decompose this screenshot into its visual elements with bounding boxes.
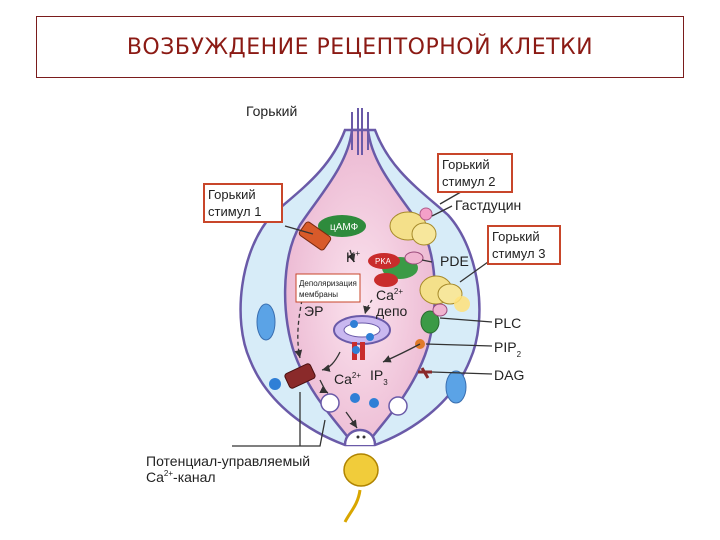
pointer-pde: [421, 259, 433, 263]
pointer-dag: [431, 371, 493, 375]
gustducin-alpha: [318, 215, 366, 237]
depot-label: депо: [376, 303, 408, 319]
stimulus1-line1: Горький: [208, 187, 256, 202]
stimulus3-line2: стимул 3: [492, 246, 545, 261]
depol-line2: мембраны: [299, 290, 338, 299]
nerve-fiber: [343, 489, 362, 523]
ca-dot-er: [350, 320, 358, 328]
arrow-to-vesicle: [319, 379, 329, 394]
pointer-pip: [425, 343, 493, 347]
er-label: ЭР: [304, 303, 323, 319]
ca-channel: [284, 363, 316, 389]
pka-shape: [368, 253, 400, 269]
transmitter-dot: [356, 435, 360, 439]
pointer-stimulus3: [459, 261, 489, 283]
pointer-plc: [439, 317, 493, 323]
transmitter-dot: [362, 435, 366, 439]
neighbor-cell-right: [445, 370, 467, 404]
plc-protein-2: [432, 303, 448, 317]
yellow-star: [454, 296, 470, 312]
stimulus2-line2: стимул 2: [442, 174, 495, 189]
slide-title: ВОЗБУЖДЕНИЕ РЕЦЕПТОРНОЙ КЛЕТКИ: [126, 34, 594, 60]
er-inner: [343, 322, 381, 338]
pink-ligand-1: [419, 207, 433, 221]
ca-dot-2: [350, 393, 360, 403]
stimulus2-line1: Горький: [442, 157, 490, 172]
ip3-label: IP3: [370, 367, 388, 387]
plc-label: PLC: [494, 315, 521, 331]
ca-ion: [269, 378, 281, 390]
ca-depot-label: Ca2+: [376, 287, 403, 303]
pka-shape-2: [374, 273, 398, 287]
k-label: K+: [346, 249, 360, 265]
pka-label: PKA: [375, 257, 392, 266]
channel-label-line2: Ca2+-канал: [146, 469, 216, 485]
depolarization-box: [295, 273, 361, 303]
stimulus3-line1: Горький: [492, 229, 540, 244]
ca-dot-er2: [366, 333, 374, 341]
vesicle-2: [388, 396, 408, 416]
cell-base: [343, 428, 377, 446]
arrow-depol: [294, 299, 303, 359]
arrow-ca-depot: [363, 299, 373, 315]
plc-protein: [420, 310, 440, 334]
arrow-ca-release: [321, 351, 341, 372]
slide-title-box: ВОЗБУЖДЕНИЕ РЕЦЕПТОРНОЙ КЛЕТКИ: [36, 16, 684, 78]
pointer-channel: [232, 419, 326, 447]
pointer-gustducin: [431, 205, 453, 217]
dag-marker: [418, 367, 432, 379]
channel-label-line1: Потенциал-управляемый: [146, 453, 310, 469]
arrow-to-base: [345, 411, 358, 429]
pde-label: PDE: [440, 253, 469, 269]
stimulus1-line2: стимул 1: [208, 204, 261, 219]
microvilli: [351, 108, 369, 155]
pointer-stimulus1: [284, 225, 314, 235]
k-channel: [298, 221, 332, 251]
ip3-receptor-2: [360, 342, 365, 360]
stimulus3-box: [487, 225, 561, 265]
receptor-blob-2: [411, 222, 437, 246]
gustducin-label: Гастдуцин: [455, 197, 521, 213]
neighbor-cell-left: [256, 303, 276, 341]
dag-label: DAG: [494, 367, 524, 383]
arrow-pka-k: [347, 249, 356, 263]
pde-protein: [404, 251, 424, 265]
pip-label: PIP2: [494, 339, 522, 359]
arrow-plc-ip3: [382, 343, 421, 363]
depol-line1: Деполяризация: [299, 279, 357, 288]
camp-label: цАМФ: [330, 222, 359, 233]
ca-dot: [352, 346, 360, 354]
ca-lower-label: Ca2+: [334, 371, 361, 387]
vesicle-1: [320, 393, 340, 413]
stimulus1-box: [203, 183, 283, 223]
ca-dot-3: [369, 398, 379, 408]
nerve-ending: [343, 453, 379, 487]
top-label: Горький: [246, 103, 297, 119]
stimulus2-box: [437, 153, 513, 193]
